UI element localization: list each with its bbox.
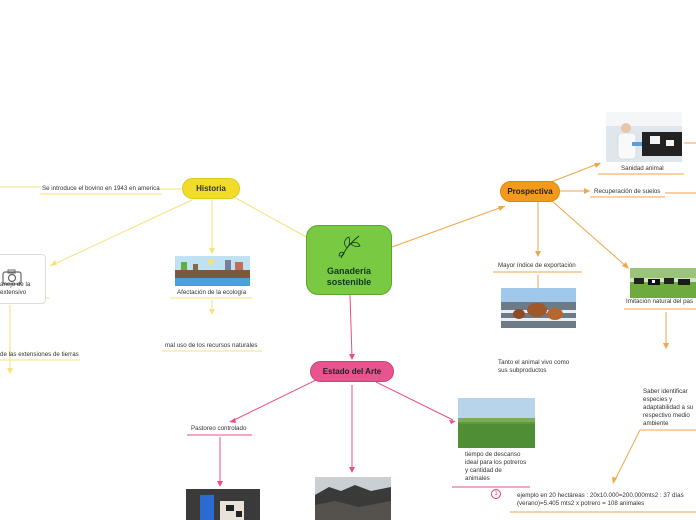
- image-placeholder: [0, 254, 46, 304]
- subtopic-sanidad[interactable]: Sanidad animal: [621, 165, 664, 172]
- subtopic-extensiones[interactable]: de las extensiones de tierras: [0, 351, 79, 358]
- topic-prospectiva-label: Prospectiva: [507, 187, 553, 196]
- image-exportacion: [501, 288, 576, 328]
- leaf-icon: [338, 235, 361, 259]
- topic-estado-del-arte[interactable]: Estado del Arte: [310, 361, 394, 382]
- topic-estado-label: Estado del Arte: [322, 367, 382, 376]
- subtopic-saber-identificar[interactable]: Saber identificar especies y adaptabilid…: [643, 388, 694, 427]
- subtopic-animal-vivo[interactable]: Tanto el animal vivo como sus subproduct…: [498, 359, 570, 374]
- image-sanidad-animal: [606, 112, 682, 162]
- subtopic-afectacion[interactable]: Afectación de la ecología: [177, 289, 247, 296]
- subtopic-imitacion[interactable]: Imitación natural del pas: [626, 298, 694, 305]
- subtopic-exportacion[interactable]: Mayor índice de exportación: [498, 262, 576, 269]
- subtopic-bovino[interactable]: Se introduce el bovino en 1943 en americ…: [42, 185, 160, 192]
- subtopic-ejemplo[interactable]: ejemplo en 20 hectáreas : 20x10.000=200.…: [517, 492, 684, 507]
- camera-icon: [2, 269, 22, 285]
- topic-marker-badge[interactable]: 1: [491, 489, 501, 499]
- image-pastoreo: [186, 489, 260, 520]
- topic-historia[interactable]: Historia: [182, 178, 240, 199]
- connector-center-historia: [231, 195, 309, 239]
- topic-historia-label: Historia: [196, 184, 226, 193]
- subtopic-manejo[interactable]: anejo de la extensivo: [0, 281, 31, 296]
- image-descanso-potreros: [458, 398, 535, 448]
- connector-historia-manejo: [49, 199, 193, 267]
- image-afectacion-ecologia: [175, 256, 250, 286]
- central-topic[interactable]: Ganadería sostenible: [306, 225, 392, 295]
- subtopic-descanso[interactable]: tiempo de descanso ideal para los potrer…: [465, 451, 527, 482]
- image-imitacion-natural: [630, 268, 696, 298]
- subtopic-mal-uso[interactable]: mal uso de los recursos naturales: [165, 342, 258, 349]
- central-topic-title: Ganadería sostenible: [326, 266, 372, 287]
- image-estado-central: [315, 477, 391, 520]
- subtopic-pastoreo[interactable]: Pastoreo controlado: [191, 425, 247, 432]
- connector-center-estado: [349, 294, 353, 358]
- subtopic-recuperacion[interactable]: Recuperación de suelos: [594, 188, 661, 195]
- connector-center-prospectiva: [391, 205, 506, 248]
- topic-prospectiva[interactable]: Prospectiva: [500, 181, 560, 202]
